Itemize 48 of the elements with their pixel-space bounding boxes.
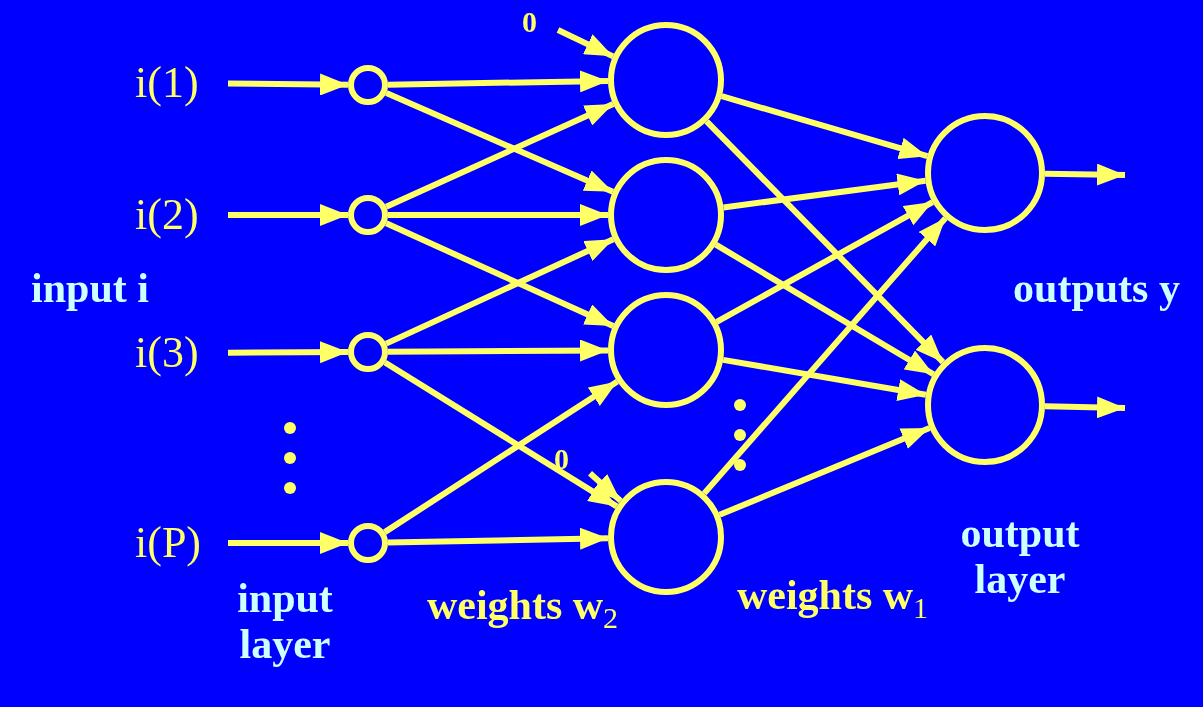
input-label: i(P) bbox=[135, 518, 201, 568]
input-label: i(3) bbox=[135, 328, 199, 378]
neuron-circle bbox=[608, 479, 724, 595]
input-node-circle bbox=[348, 332, 388, 372]
input-label: i(2) bbox=[135, 190, 199, 240]
arrow bbox=[387, 339, 609, 362]
annotation-text: weights w$_{1}$ bbox=[735, 572, 930, 627]
arrow bbox=[383, 379, 619, 535]
arrow bbox=[722, 356, 927, 401]
neuron-circle bbox=[925, 345, 1045, 465]
neuron-circle bbox=[608, 292, 724, 408]
annotation-text: input layer bbox=[236, 575, 334, 667]
neuron-circle bbox=[608, 22, 724, 138]
input-node-circle bbox=[348, 195, 388, 235]
arrow bbox=[228, 532, 348, 554]
annotation-text: outputs y bbox=[1012, 265, 1181, 311]
arrow bbox=[387, 527, 609, 550]
arrow bbox=[718, 425, 931, 518]
arrow bbox=[228, 204, 348, 226]
arrow bbox=[556, 27, 615, 60]
arrow bbox=[384, 220, 615, 329]
arrow bbox=[227, 73, 349, 96]
arrow bbox=[723, 173, 926, 211]
arrow bbox=[720, 93, 929, 160]
neuron-circle bbox=[608, 157, 724, 273]
arrow bbox=[715, 199, 934, 325]
arrow bbox=[1044, 163, 1126, 186]
bias-label: 0 bbox=[554, 442, 569, 476]
arrow bbox=[388, 204, 608, 226]
bias-label: 0 bbox=[522, 5, 537, 39]
annotation-text: weights w$_{2}$ bbox=[425, 582, 620, 637]
arrow bbox=[227, 341, 349, 364]
arrow bbox=[384, 236, 615, 347]
arrow bbox=[701, 216, 948, 496]
input-node-circle bbox=[348, 65, 388, 105]
annotation-text: output layer bbox=[959, 510, 1081, 602]
arrow bbox=[704, 119, 946, 365]
annotation-text: input i bbox=[30, 265, 150, 311]
arrow bbox=[588, 471, 623, 504]
neuron-circle bbox=[925, 113, 1045, 233]
arrow bbox=[384, 101, 615, 210]
input-label: i(1) bbox=[135, 58, 199, 108]
input-node-circle bbox=[348, 523, 388, 563]
arrow bbox=[1044, 396, 1126, 419]
arrow bbox=[385, 90, 615, 195]
arrow bbox=[383, 360, 619, 509]
arrow bbox=[714, 242, 935, 377]
arrow bbox=[387, 70, 609, 93]
